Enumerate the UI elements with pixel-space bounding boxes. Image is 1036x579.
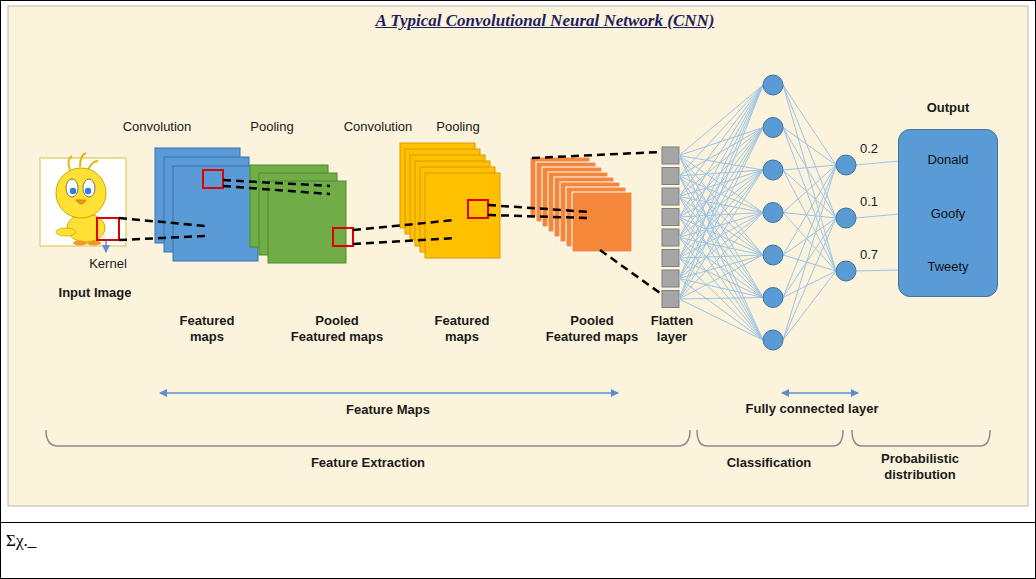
projection-lines <box>119 152 660 293</box>
stage-label: Pooled Featured maps <box>287 313 387 346</box>
pooled-map-stack <box>250 165 346 263</box>
dense-link <box>783 165 836 255</box>
dense-link <box>679 170 763 299</box>
dense-link <box>679 279 763 341</box>
output-box: OutputDonaldGoofyTweety <box>898 100 998 297</box>
diagram-title: A Typical Convolutional Neural Network (… <box>245 10 845 31</box>
dense-link <box>783 271 836 340</box>
dense-link <box>783 85 836 165</box>
class-name: Goofy <box>931 206 966 221</box>
dense-link <box>679 85 763 258</box>
output-link <box>856 270 899 271</box>
step-label: Pooling <box>423 119 493 135</box>
class-name: Tweety <box>927 259 968 274</box>
span-label: Feature Maps <box>308 402 468 418</box>
neuron <box>763 118 783 138</box>
section-label: Classification <box>709 455 829 471</box>
class-list-box: DonaldGoofyTweety <box>898 129 998 297</box>
dense-link <box>783 85 836 271</box>
output-link <box>856 161 899 165</box>
neuron <box>763 330 783 350</box>
neuron <box>763 203 783 223</box>
section-label: Feature Extraction <box>268 455 468 471</box>
kernel-arrow <box>105 241 107 252</box>
panel-background <box>8 6 1028 506</box>
step-label: Convolution <box>328 119 428 135</box>
probability-value: 0.2 <box>853 141 885 157</box>
stage-label: Flatten layer <box>642 313 702 346</box>
neuron <box>763 288 783 308</box>
dense-link <box>783 128 836 219</box>
input-image <box>40 153 126 246</box>
dense-link <box>679 170 763 279</box>
dense-link <box>783 271 836 298</box>
receptive-field <box>333 228 353 246</box>
dense-link <box>679 213 763 279</box>
class-name: Donald <box>927 152 968 167</box>
neuron <box>763 160 783 180</box>
box-heading: Output <box>898 100 998 115</box>
dense-link <box>679 85 763 299</box>
stage-label: Pooled Featured maps <box>542 313 642 346</box>
neuron <box>836 261 856 281</box>
step-label: Convolution <box>107 119 207 135</box>
feature-map-stack <box>155 148 258 261</box>
dense-link <box>783 165 836 213</box>
span-arrow <box>782 392 858 394</box>
stage-label: Featured maps <box>171 313 243 346</box>
dense-link <box>783 165 836 298</box>
dense-link <box>783 218 836 298</box>
dense-link <box>679 156 763 298</box>
span-arrow <box>160 392 618 394</box>
dense-link <box>783 213 836 219</box>
figure-caption: Σχ._ <box>6 530 36 551</box>
flatten-cells <box>662 147 679 308</box>
feature-map-stack <box>400 143 500 258</box>
neuron <box>763 75 783 95</box>
neurons <box>763 75 856 350</box>
dense-link <box>783 165 836 170</box>
probability-value: 0.7 <box>853 247 885 263</box>
stage-label: Input Image <box>40 285 150 301</box>
neuron <box>763 245 783 265</box>
dense-link <box>679 255 763 299</box>
output-link <box>856 214 899 218</box>
dense-link <box>679 85 763 156</box>
span-label: Fully connected layer <box>727 401 897 417</box>
pooled-map-stack <box>530 157 632 252</box>
probability-value: 0.1 <box>853 194 885 210</box>
dense-link <box>679 128 763 300</box>
dense-link <box>679 298 763 300</box>
dense-link <box>783 128 836 166</box>
dense-link <box>679 213 763 300</box>
table-rule <box>0 522 1036 523</box>
neuron <box>836 155 856 175</box>
dense-link <box>679 85 763 279</box>
dense-link <box>783 218 836 340</box>
section-label: Probabilistic distribution <box>865 451 975 484</box>
dense-link <box>679 258 763 298</box>
callout-label: Kernel <box>78 256 138 272</box>
neuron <box>836 208 856 228</box>
kernel-square <box>97 218 119 240</box>
dense-connections <box>679 85 899 340</box>
dense-link <box>679 197 763 298</box>
step-label: Pooling <box>237 119 307 135</box>
receptive-field <box>203 170 223 188</box>
section-brackets <box>46 430 990 446</box>
receptive-field <box>468 200 488 218</box>
stage-label: Featured maps <box>426 313 498 346</box>
dense-link <box>783 165 836 340</box>
dense-link <box>783 128 836 272</box>
